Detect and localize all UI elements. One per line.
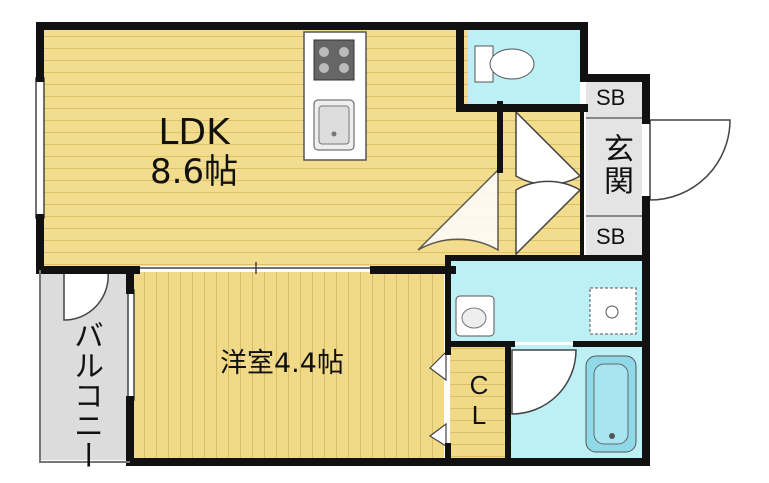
western-room-floor xyxy=(132,272,444,460)
washbasin-icon xyxy=(455,295,495,337)
shoe-box-upper-label: SB xyxy=(596,85,626,110)
balcony-rail xyxy=(39,270,130,463)
walls xyxy=(36,22,650,466)
shoe-box-lower-label: SB xyxy=(596,224,626,249)
ldk-label: LDK 8.6帖 xyxy=(150,112,239,192)
door-swings xyxy=(63,110,731,415)
sink-icon xyxy=(313,99,355,151)
entrance-label: 玄関 xyxy=(598,133,633,197)
closet-label: CL xyxy=(464,370,494,430)
closet-doors xyxy=(428,350,447,448)
closet-floor xyxy=(450,345,506,460)
bathtub-icon xyxy=(585,355,637,453)
ldk-floor xyxy=(44,30,498,266)
ldk-area: 8.6帖 xyxy=(150,152,239,192)
western-room-label: 洋室4.4帖 xyxy=(220,348,344,379)
entrance-floor xyxy=(586,80,642,258)
ldk-name: LDK xyxy=(158,112,230,153)
washing-machine-icon xyxy=(589,287,637,335)
sliding-door xyxy=(138,262,372,274)
stove-icon xyxy=(313,39,355,81)
toilet-icon xyxy=(474,45,535,83)
shoe-box-dividers xyxy=(586,117,642,217)
balcony-label: バルコニー xyxy=(68,320,103,470)
